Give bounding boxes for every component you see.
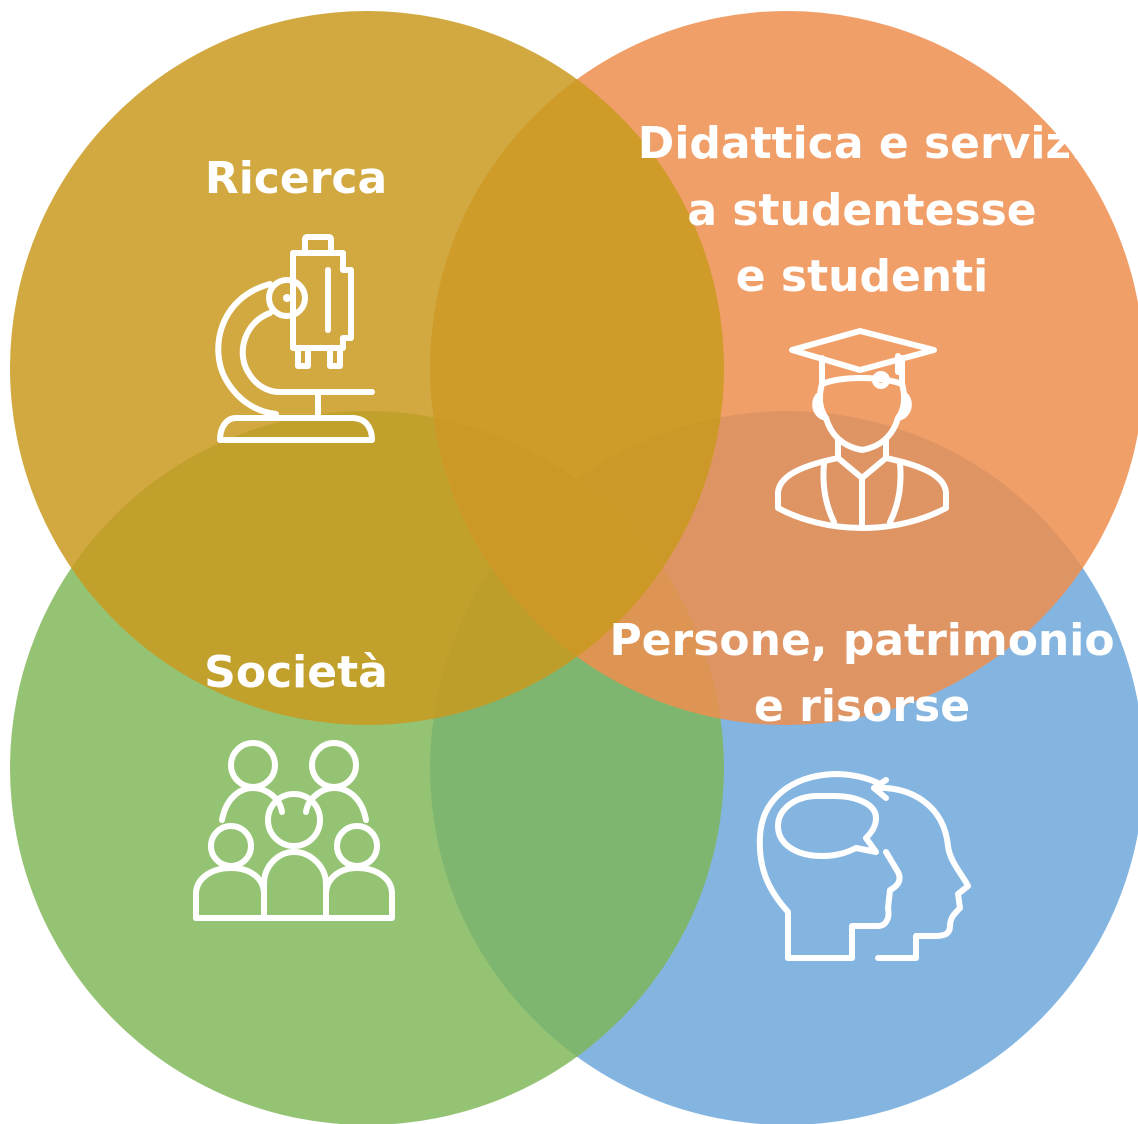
people-group-icon [193, 740, 395, 921]
label-ricerca: Ricerca [205, 153, 387, 204]
label-persone-line2: e risorse [754, 681, 970, 732]
label-societa: Società [204, 647, 388, 698]
label-persone-line1: Persone, patrimonio [609, 615, 1114, 666]
mind-head-icon [756, 771, 971, 961]
label-didattica-line2: a studentesse [687, 185, 1036, 236]
label-didattica-line3: e studenti [736, 251, 988, 302]
graduate-icon [775, 328, 949, 531]
label-didattica-line1: Didattica e servizi [638, 118, 1086, 169]
microscope-icon [215, 234, 375, 443]
circle-ricerca [10, 11, 724, 725]
